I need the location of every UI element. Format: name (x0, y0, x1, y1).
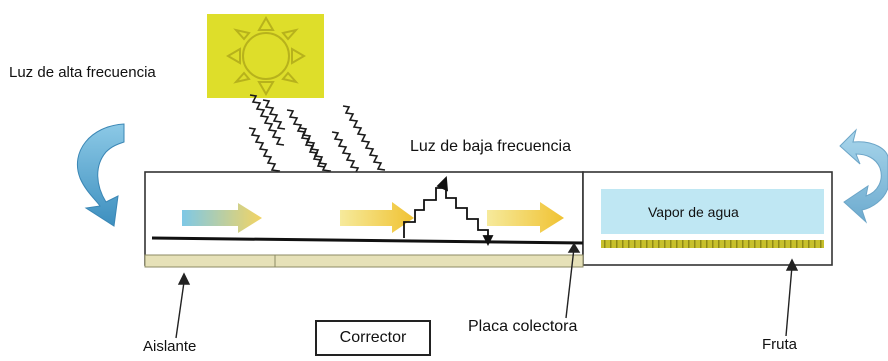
low-frequency-light-label: Luz de baja frecuencia (410, 138, 571, 155)
circulation-arrow-right-icon (839, 128, 888, 224)
airflow-arrow-warm (340, 202, 414, 233)
water-vapor-label: Vapor de agua (648, 204, 739, 220)
collector-plate-label: Placa colectora (468, 318, 578, 335)
insulator-strip (144, 254, 584, 268)
water-vapor-band (601, 189, 824, 234)
corrector-label: Corrector (339, 329, 407, 346)
airflow-arrow-hot (487, 202, 564, 233)
leader-lines (175, 242, 799, 339)
sun-icon (207, 14, 324, 98)
fruit-strip (601, 240, 824, 248)
corrector-box: Corrector (315, 320, 431, 356)
circulation-arrow-left-icon (76, 123, 125, 227)
airflow-arrow-cool (182, 203, 262, 233)
fruit-label: Fruta (762, 336, 798, 353)
reemitted-light-path (403, 175, 494, 247)
insulator-label: Aislante (143, 338, 197, 355)
high-frequency-light-label: Luz de alta frecuencia (9, 64, 156, 81)
collector-plate (151, 236, 584, 245)
